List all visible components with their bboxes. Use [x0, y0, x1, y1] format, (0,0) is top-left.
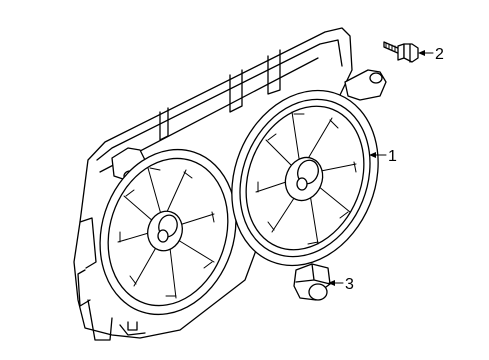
left-fan — [99, 148, 237, 316]
bolt-part — [383, 41, 419, 63]
callout-3-label: 3 — [345, 276, 354, 293]
right-fan — [231, 89, 379, 267]
callout-2-label: 2 — [435, 46, 444, 63]
callout-leaders — [328, 50, 434, 286]
clip-part — [293, 263, 331, 301]
callout-1-label: 1 — [388, 148, 397, 165]
